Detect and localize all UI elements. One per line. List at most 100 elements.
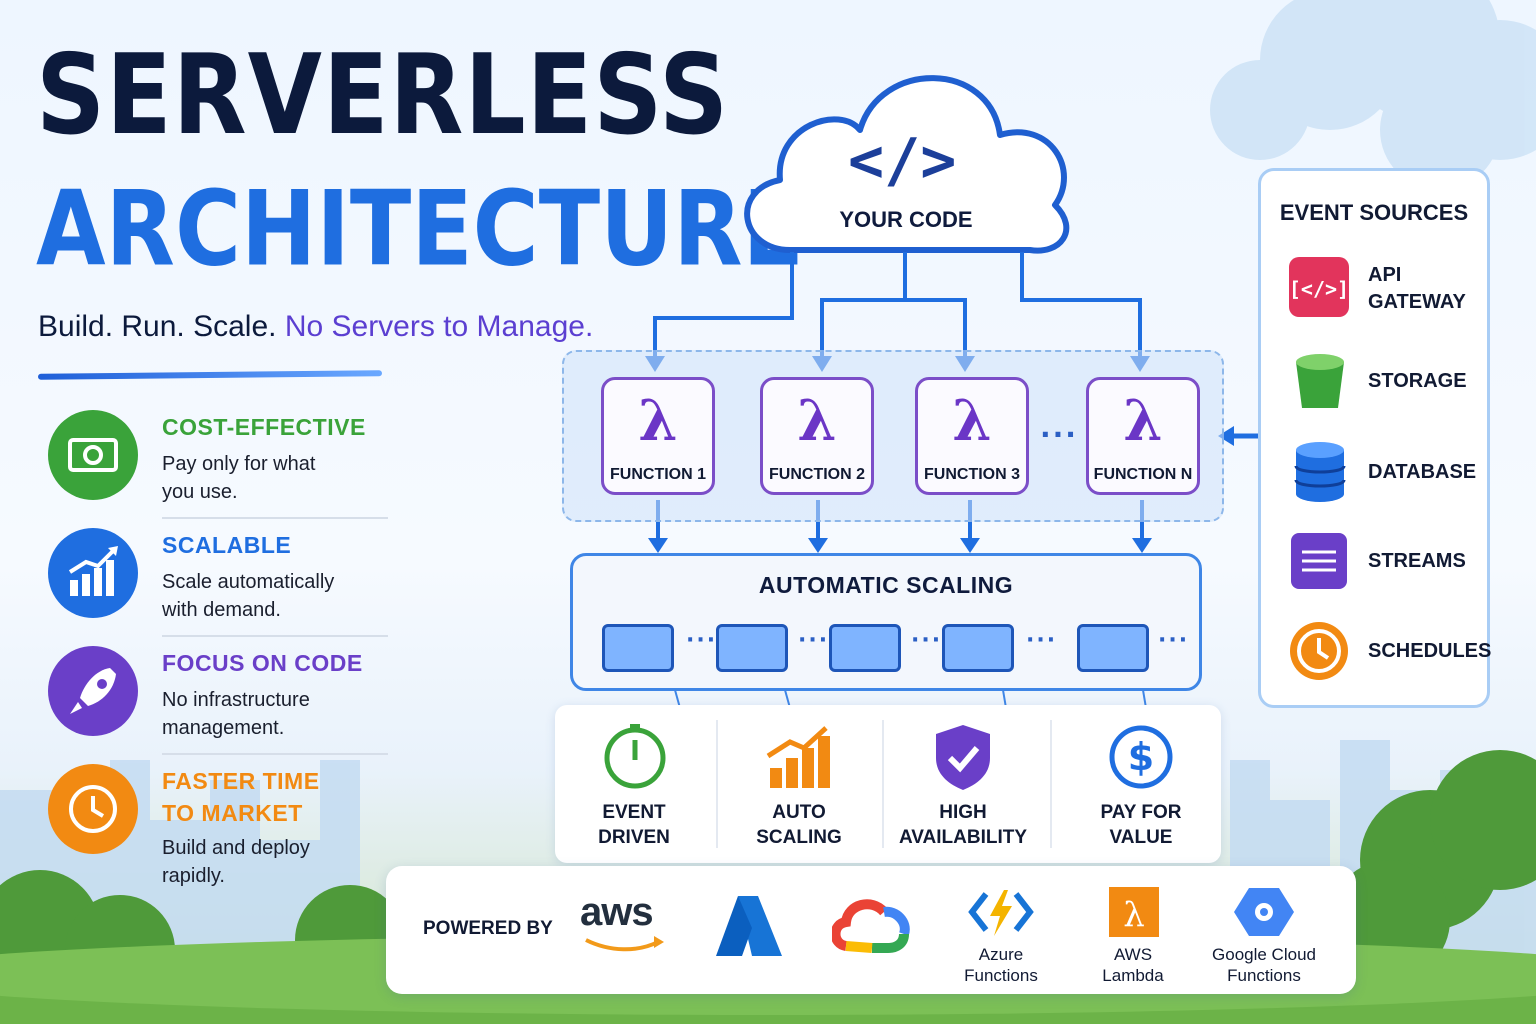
function-1[interactable]: λ FUNCTION 1 <box>601 377 715 495</box>
function-label: FUNCTION 3 <box>924 466 1020 483</box>
server-ellipsis: ··· <box>1158 628 1190 653</box>
provider-azure-functions: Azure Functions <box>931 944 1071 986</box>
svg-text:λ: λ <box>1123 895 1145 935</box>
benefit-faster-time-to-market: FASTER TIME TO MARKET Build and deploy r… <box>48 764 408 894</box>
features-panel <box>555 705 1221 863</box>
server-icon <box>1077 624 1149 672</box>
aws-lambda-icon: λ <box>1109 887 1159 937</box>
stopwatch-icon <box>604 724 666 789</box>
cloud-label: YOUR CODE <box>839 207 973 232</box>
feature-line1: AUTO <box>772 802 826 823</box>
feature-line2: DRIVEN <box>598 827 670 848</box>
feature-line1: PAY FOR <box>1100 802 1182 823</box>
storage-bucket-icon <box>1296 354 1344 408</box>
provider-line1: Azure <box>978 945 1024 964</box>
dollar-icon: $ <box>1109 725 1173 789</box>
divider <box>882 720 884 848</box>
benefit-title: FOCUS ON CODE <box>162 650 363 676</box>
benefit-desc-2: you use. <box>162 481 238 503</box>
lambda-icon: λ <box>952 388 992 454</box>
benefit-desc-2: management. <box>162 717 285 739</box>
source-line1: STORAGE <box>1368 370 1467 392</box>
source-line1: STREAMS <box>1368 550 1466 572</box>
rocket-icon <box>48 646 138 736</box>
function-label: FUNCTION 1 <box>610 466 706 483</box>
server-icon <box>602 624 674 672</box>
page-title-line2: ARCHITECTURE <box>36 168 804 290</box>
benefit-title-line2: TO MARKET <box>162 800 303 826</box>
aws-smile-icon <box>585 936 664 952</box>
benefit-scalable: SCALABLE Scale automatically with demand… <box>48 528 408 628</box>
feature-line1: HIGH <box>939 802 987 823</box>
clock-icon <box>48 764 138 854</box>
provider-aws-lambda: AWS Lambda <box>1063 944 1203 986</box>
feature-high-availability: HIGH AVAILABILITY <box>883 800 1043 850</box>
azure-logo-icon <box>716 896 782 956</box>
source-schedules: SCHEDULES <box>1368 638 1492 665</box>
source-line1: SCHEDULES <box>1368 640 1492 662</box>
benefit-title: SCALABLE <box>162 532 292 558</box>
lambda-icon: λ <box>1123 388 1163 454</box>
function-label: FUNCTION N <box>1093 466 1193 483</box>
cloud-shape <box>744 75 1070 254</box>
function-n[interactable]: λ FUNCTION N <box>1086 377 1200 495</box>
provider-line1: Google Cloud <box>1212 945 1316 964</box>
functions-ellipsis: ··· <box>1040 418 1078 451</box>
azure-functions-icon <box>968 890 1034 936</box>
feature-line2: VALUE <box>1109 827 1173 848</box>
benefit-focus-on-code: FOCUS ON CODE No infrastructure manageme… <box>48 646 408 746</box>
benefit-desc-1: No infrastructure <box>162 689 310 711</box>
benefit-title: FASTER TIME <box>162 768 320 794</box>
server-icon <box>716 624 788 672</box>
source-database: DATABASE <box>1368 459 1483 486</box>
provider-line2: Functions <box>1227 966 1301 985</box>
aws-logo-text: aws <box>580 890 654 934</box>
google-cloud-functions-icon <box>1234 888 1294 936</box>
powered-by-label: POWERED BY <box>423 918 553 939</box>
tagline-part2: No Servers to Manage. <box>284 310 594 343</box>
provider-google-cloud-functions: Google Cloud Functions <box>1194 944 1334 986</box>
server-ellipsis: ··· <box>1026 628 1058 653</box>
server-ellipsis: ··· <box>686 628 718 653</box>
function-2[interactable]: λ FUNCTION 2 <box>760 377 874 495</box>
powered-by-panel <box>386 866 1356 994</box>
event-sources-title: EVENT SOURCES <box>1279 200 1469 225</box>
server-ellipsis: ··· <box>911 628 943 653</box>
benefit-desc-1: Scale automatically <box>162 571 335 593</box>
divider <box>162 635 388 637</box>
server-icon <box>829 624 901 672</box>
database-icon <box>1294 442 1346 502</box>
function-label: FUNCTION 2 <box>769 466 865 483</box>
benefit-desc-1: Build and deploy <box>162 837 310 859</box>
divider <box>162 753 388 755</box>
function-3[interactable]: λ FUNCTION 3 <box>915 377 1029 495</box>
feature-event-driven: EVENT DRIVEN <box>554 800 714 850</box>
source-line2: GATEWAY <box>1368 291 1466 313</box>
page-title-line1: SERVERLESS <box>36 30 730 160</box>
source-line1: API <box>1368 264 1402 286</box>
source-line1: DATABASE <box>1368 461 1477 483</box>
svg-text:$: $ <box>1128 735 1154 779</box>
google-cloud-logo-icon <box>832 899 910 953</box>
bar-growth-icon <box>766 726 830 788</box>
divider <box>1050 720 1052 848</box>
feature-line1: EVENT <box>602 802 666 823</box>
api-gateway-icon: [</>] <box>1289 257 1349 317</box>
tagline: Build. Run. Scale. No Servers to Manage. <box>38 310 593 344</box>
streams-icon <box>1291 533 1347 589</box>
money-icon <box>48 410 138 500</box>
benefit-desc-1: Pay only for what <box>162 453 316 475</box>
feature-auto-scaling: AUTO SCALING <box>719 800 879 850</box>
source-storage: STORAGE <box>1368 368 1483 395</box>
svg-text:[</>]: [</>] <box>1289 277 1349 301</box>
lambda-icon: λ <box>797 388 837 454</box>
scaling-title: AUTOMATIC SCALING <box>758 572 1014 598</box>
benefit-cost-effective: COST-EFFECTIVE Pay only for what you use… <box>48 410 408 510</box>
feature-pay-for-value: PAY FOR VALUE <box>1061 800 1221 850</box>
lambda-icon: λ <box>638 388 678 454</box>
provider-line2: Functions <box>964 966 1038 985</box>
benefit-title: COST-EFFECTIVE <box>162 414 366 440</box>
benefit-desc-2: rapidly. <box>162 865 225 887</box>
divider <box>162 517 388 519</box>
provider-line1: AWS <box>1113 945 1153 964</box>
